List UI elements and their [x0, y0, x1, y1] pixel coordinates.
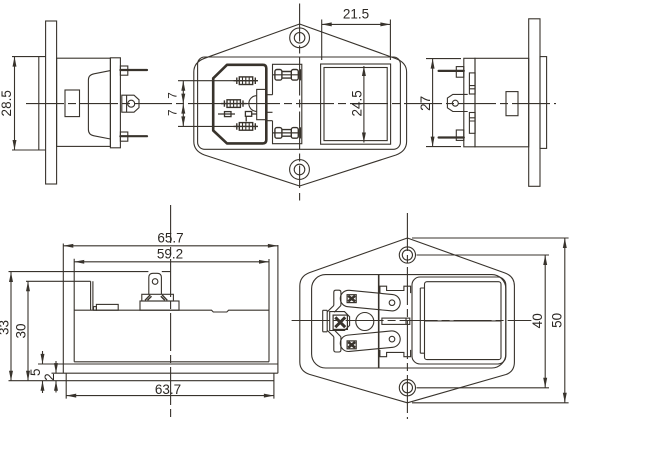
svg-text:33: 33	[0, 320, 12, 335]
svg-text:50: 50	[550, 313, 565, 328]
svg-text:30: 30	[14, 323, 29, 338]
svg-text:2: 2	[42, 373, 57, 381]
svg-text:65.7: 65.7	[157, 231, 183, 246]
svg-text:28.5: 28.5	[0, 90, 14, 116]
svg-text:63.7: 63.7	[155, 382, 181, 397]
svg-text:40: 40	[530, 313, 545, 328]
svg-text:24.5: 24.5	[350, 90, 365, 116]
svg-text:5: 5	[28, 368, 43, 376]
svg-text:21.5: 21.5	[343, 7, 369, 22]
svg-text:27: 27	[418, 96, 433, 111]
svg-text:7: 7	[168, 110, 180, 116]
svg-text:7: 7	[168, 92, 180, 98]
svg-text:59.2: 59.2	[157, 246, 183, 261]
